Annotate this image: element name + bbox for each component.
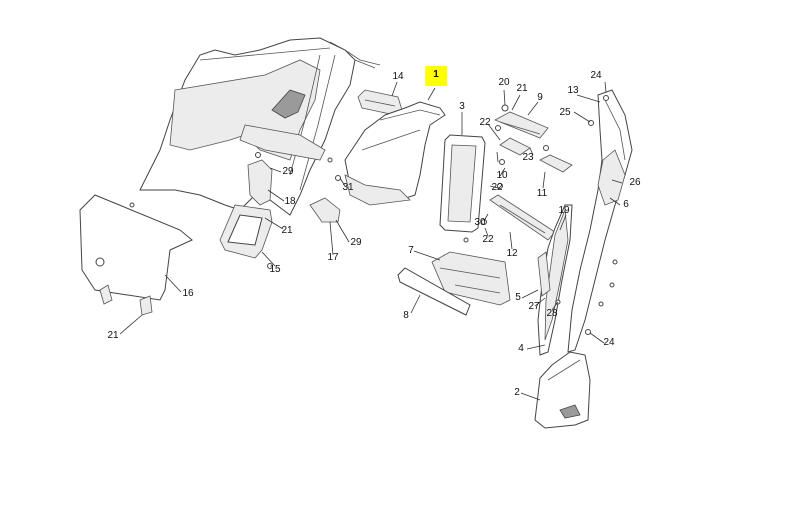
callout-29-left: 29	[282, 166, 294, 177]
callout-4: 4	[518, 343, 524, 354]
callout-30: 30	[474, 217, 486, 228]
callout-5: 5	[515, 292, 521, 303]
callout-8: 8	[403, 310, 409, 321]
callout-29-right: 29	[350, 237, 362, 248]
callout-21-top: 21	[516, 83, 528, 94]
callout-6: 6	[623, 199, 629, 210]
callout-21-bracket: 21	[281, 225, 293, 236]
callout-16: 16	[182, 288, 194, 299]
callout-3: 3	[459, 101, 465, 112]
part-8-strip	[397, 267, 471, 316]
part-3-window-frame	[439, 134, 486, 233]
callout-18: 18	[284, 196, 296, 207]
callout-26: 26	[629, 177, 641, 188]
hinge-brackets	[494, 104, 573, 189]
callout-23: 23	[522, 152, 534, 163]
callout-28: 28	[546, 308, 558, 319]
callout-12: 12	[506, 248, 518, 259]
part-16-lower-panel	[79, 194, 193, 316]
callout-19: 19	[558, 205, 570, 216]
callout-10: 10	[496, 170, 508, 181]
callout-17: 17	[327, 252, 339, 263]
callout-24-top: 24	[590, 70, 602, 81]
callout-22-low: 22	[482, 234, 494, 245]
part-2-lower-pillar	[534, 351, 591, 429]
callout-24-low: 24	[603, 337, 615, 348]
part-18-bracket	[247, 152, 273, 206]
part-7-panel	[431, 251, 511, 306]
callout-22-mid: 22	[491, 182, 503, 193]
callout-11: 11	[536, 188, 548, 199]
callout-9: 9	[537, 92, 543, 103]
callout-25: 25	[559, 107, 571, 118]
callout-1: 1	[425, 66, 447, 86]
part-5-trim	[537, 251, 551, 297]
part-15-bracket	[219, 204, 273, 269]
callout-7: 7	[408, 245, 414, 256]
callout-21-lower: 21	[107, 330, 119, 341]
callout-22-hinge: 22	[479, 117, 491, 128]
leader-lines	[119, 81, 623, 401]
part-17-bracket	[309, 157, 341, 223]
rear-quarter-trim-panel	[139, 37, 381, 216]
callout-27: 27	[528, 301, 540, 312]
callout-20: 20	[498, 77, 510, 88]
callout-13: 13	[567, 85, 579, 96]
callout-2: 2	[514, 387, 520, 398]
callout-14: 14	[392, 71, 404, 82]
part-6-pillar	[567, 89, 633, 353]
callout-15: 15	[269, 264, 281, 275]
callout-31: 31	[342, 182, 354, 193]
part-1-pillar-panel	[344, 101, 446, 206]
